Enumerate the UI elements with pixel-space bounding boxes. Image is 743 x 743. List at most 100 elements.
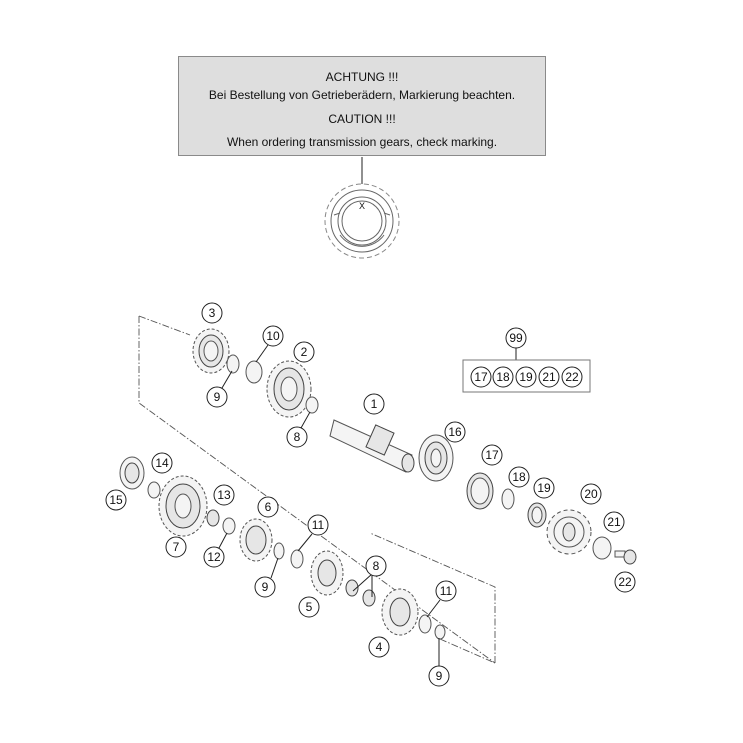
part-washer-12 (222, 517, 236, 535)
part-ring-9c (434, 624, 446, 640)
part-ring-9b (273, 542, 285, 560)
callout-number: 18 (496, 370, 510, 384)
callout-16: 16 (444, 421, 466, 443)
ordering-notice: ACHTUNG !!! Bei Bestellung von Getrieber… (178, 56, 546, 156)
callout-number: 17 (485, 448, 499, 462)
marking-x-label: X (359, 201, 365, 211)
callout-9b: 9 (254, 576, 276, 598)
callout-number: 11 (440, 584, 453, 598)
callout-number: 9 (262, 580, 269, 594)
callout-12: 12 (203, 546, 225, 568)
part-bearing-15 (119, 456, 145, 490)
notice-text-german: Bei Bestellung von Getrieberädern, Marki… (208, 88, 516, 102)
callout-number: 5 (306, 600, 313, 614)
callout-number: 21 (542, 370, 556, 384)
part-gear-2 (266, 360, 312, 418)
callout-19: 19 (533, 477, 555, 499)
callout-8a: 8 (286, 426, 308, 448)
callout-18: 18 (508, 466, 530, 488)
callout-21: 21 (603, 511, 625, 533)
kit-item-17: 17 (470, 366, 492, 388)
part-bushing-8 (305, 396, 319, 414)
notice-text-english: When ordering transmission gears, check … (226, 135, 498, 149)
callout-2: 2 (293, 341, 315, 363)
callout-number: 99 (509, 331, 523, 345)
callout-4: 4 (368, 636, 390, 658)
notice-heading-english: CAUTION !!! (328, 112, 396, 126)
callout-13: 13 (213, 484, 235, 506)
callout-number: 16 (448, 425, 462, 439)
part-bearing-16 (418, 434, 454, 482)
callout-number: 4 (376, 640, 383, 654)
callout-number: 10 (266, 329, 280, 343)
part-washer-11 (290, 549, 304, 569)
kit-item-21: 21 (538, 366, 560, 388)
callout-number: 7 (173, 540, 180, 554)
callout-number: 11 (312, 518, 325, 532)
callout-20: 20 (580, 483, 602, 505)
part-gear-7 (158, 475, 208, 537)
kit-item-22: 22 (561, 366, 583, 388)
callout-10: 10 (262, 325, 284, 347)
callout-number: 6 (265, 500, 272, 514)
callout-9c: 9 (428, 665, 450, 687)
parts (119, 328, 637, 640)
notice-heading-german: ACHTUNG !!! (325, 70, 399, 84)
callout-15: 15 (105, 489, 127, 511)
callout-number: 22 (618, 575, 632, 589)
callout-number: 3 (209, 306, 216, 320)
callout-number: 19 (537, 481, 551, 495)
part-bolt-22 (614, 549, 637, 565)
callout-number: 20 (584, 487, 598, 501)
callout-number: 21 (607, 515, 621, 529)
part-bushing-19 (527, 502, 547, 528)
callout-number: 2 (301, 345, 308, 359)
callout-number: 22 (565, 370, 579, 384)
callout-number: 18 (512, 470, 526, 484)
callout-number: 9 (436, 669, 443, 683)
callout-number: 9 (214, 390, 221, 404)
part-shaft-1 (329, 419, 415, 473)
callout-number: 1 (371, 397, 378, 411)
callout-17: 17 (481, 444, 503, 466)
part-gear-5 (310, 550, 344, 596)
part-bushing-8c (362, 589, 376, 607)
callout-kit-99: 99 (505, 327, 527, 349)
callout-number: 15 (109, 493, 123, 507)
part-washer-21 (592, 536, 612, 560)
callout-number: 8 (373, 559, 380, 573)
callout-number: 17 (474, 370, 488, 384)
part-gear-3 (192, 328, 230, 374)
callout-9a: 9 (206, 386, 228, 408)
callouts: 1 2 3 4 5 6 7 8 8 9 9 9 10 11 11 12 13 1… (105, 302, 636, 687)
part-washer-11b (418, 614, 432, 634)
callout-3: 3 (201, 302, 223, 324)
callout-1: 1 (363, 393, 385, 415)
callout-14: 14 (151, 452, 173, 474)
callout-number: 13 (217, 488, 231, 502)
callout-number: 19 (519, 370, 533, 384)
callout-5: 5 (298, 596, 320, 618)
callout-6: 6 (257, 496, 279, 518)
callout-8b: 8 (365, 555, 387, 577)
callout-number: 8 (294, 430, 301, 444)
callout-11b: 11 (435, 580, 457, 602)
part-washer-14 (147, 481, 161, 499)
callout-11a: 11 (307, 514, 329, 536)
part-gear-6 (239, 518, 273, 562)
callout-7: 7 (165, 536, 187, 558)
leader-lines (218, 344, 441, 666)
callout-22: 22 (614, 571, 636, 593)
callout-number: 14 (155, 456, 169, 470)
callout-number: 12 (207, 550, 221, 564)
part-washer-10 (245, 360, 263, 384)
marking-gear-illustration: X (324, 157, 400, 259)
part-seal-17 (466, 472, 494, 510)
part-sprocket-20 (546, 509, 592, 555)
part-washer-18 (501, 488, 515, 510)
part-bushing-13 (206, 509, 220, 527)
part-bushing-8b (345, 579, 359, 597)
part-ring-9 (226, 354, 240, 374)
kit-item-19: 19 (515, 366, 537, 388)
